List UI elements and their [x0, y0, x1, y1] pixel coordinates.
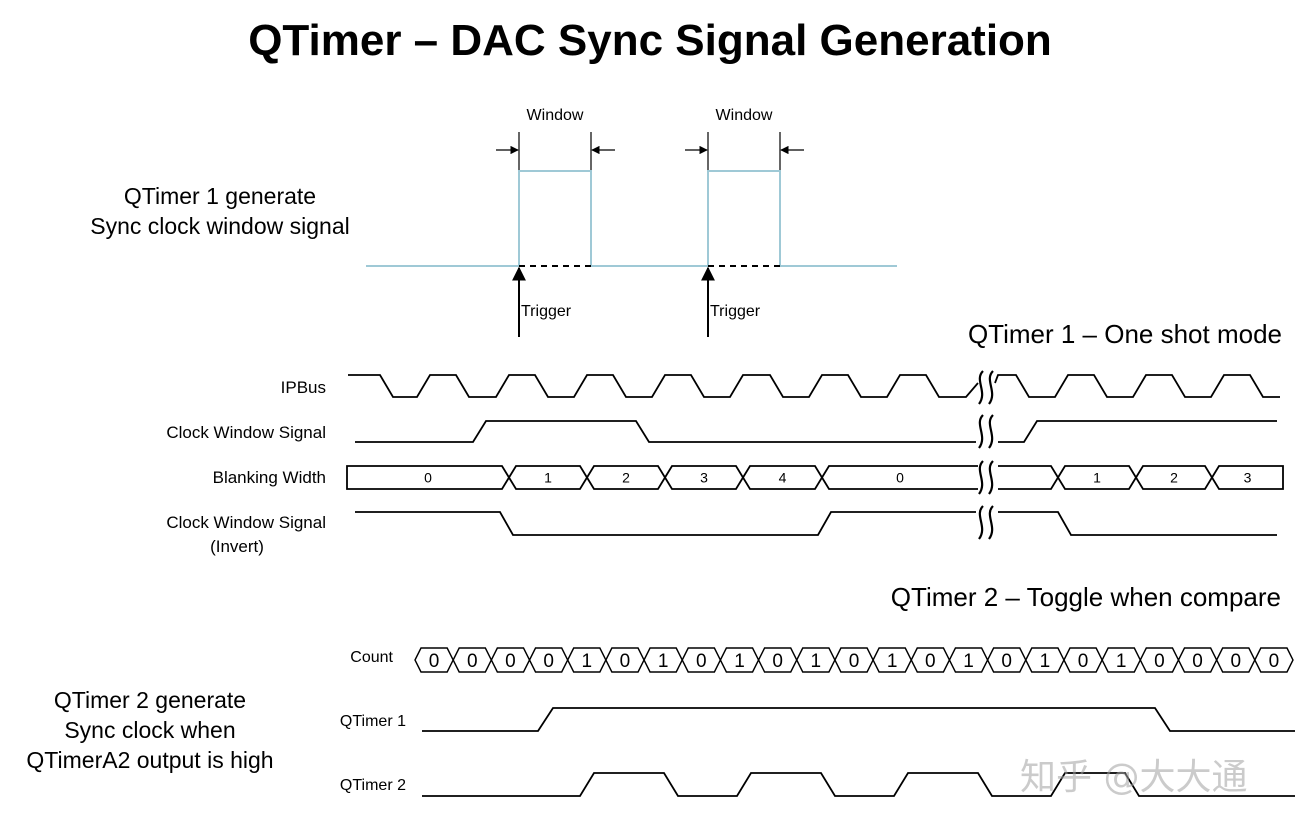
count-value: 0	[543, 651, 554, 672]
signal-label-qtimer1: QTimer 1	[339, 713, 406, 730]
count-value: 0	[505, 651, 516, 672]
count-value: 0	[620, 651, 631, 672]
count-value: 0	[696, 651, 707, 672]
count-bus: 0 0 0 0 1 0 1 0 1 0 1 0 1 0 1 0 1 0 1 0 0 0 0	[414, 647, 1294, 673]
break-mark	[988, 460, 994, 495]
blanking-value: 2	[1170, 470, 1178, 486]
count-value: 1	[963, 651, 974, 672]
count-segment	[1254, 647, 1294, 673]
qtimer1-desc-line2: Sync clock window signal	[90, 213, 350, 239]
count-value: 1	[1040, 651, 1051, 672]
count-value: 0	[925, 651, 936, 672]
count-value: 0	[1269, 651, 1280, 672]
ipbus-waveform	[348, 374, 1280, 398]
trigger-arrows	[512, 266, 715, 337]
qtimer2-desc-line2: Sync clock when	[64, 717, 236, 743]
break-mark	[988, 505, 994, 540]
break-mark	[978, 414, 984, 449]
window-dimension-markers	[496, 132, 804, 170]
window-pulse-waveform	[366, 170, 897, 267]
count-value: 0	[772, 651, 783, 672]
qtimer2-desc-line1: QTimer 2 generate	[53, 687, 247, 713]
count-value: 0	[1154, 651, 1165, 672]
blanking-value: 1	[1093, 470, 1101, 486]
break-mark	[978, 460, 984, 495]
blanking-value: 3	[700, 470, 708, 486]
signal-label-clock-window-invert: Clock Window Signal	[166, 513, 326, 532]
clock-window-waveform	[355, 420, 1277, 443]
qtimer2-desc-line3: QTimerA2 output is high	[26, 747, 274, 773]
count-value: 1	[811, 651, 822, 672]
blanking-value: 4	[779, 470, 787, 486]
signal-label-blanking-width: Blanking Width	[212, 468, 326, 487]
window-label-2: Window	[715, 107, 773, 124]
count-value: 1	[658, 651, 669, 672]
count-value: 1	[581, 651, 592, 672]
count-value: 0	[1001, 651, 1012, 672]
blanking-value: 1	[544, 470, 552, 486]
break-mark	[978, 505, 984, 540]
qtimer2-mode-label: QTimer 2 – Toggle when compare	[890, 582, 1281, 612]
count-value: 1	[887, 651, 898, 672]
watermark: 知乎 @大大通	[1020, 757, 1248, 798]
count-value: 0	[467, 651, 478, 672]
signal-label-count: Count	[350, 649, 393, 666]
signal-label-qtimer2: QTimer 2	[339, 777, 406, 794]
blanking-segment	[346, 465, 511, 490]
blanking-segment	[1210, 465, 1284, 490]
blanking-width-bus: 0 1 2 3 4 0 1 2 3	[346, 465, 1284, 490]
break-mark	[978, 370, 984, 405]
break-mark	[988, 414, 994, 449]
window-signal	[366, 170, 897, 267]
blanking-value: 3	[1244, 470, 1252, 486]
blanking-value: 2	[622, 470, 630, 486]
signal-label-invert-suffix: (Invert)	[210, 537, 264, 556]
count-value: 0	[1230, 651, 1241, 672]
count-value: 1	[734, 651, 745, 672]
qtimer1-waveform	[422, 707, 1295, 732]
signal-label-clock-window: Clock Window Signal	[166, 423, 326, 442]
qtimer1-mode-label: QTimer 1 – One shot mode	[967, 319, 1282, 349]
time-break-marks	[978, 370, 994, 540]
trigger-label-2: Trigger	[710, 303, 761, 320]
blanking-value: 0	[896, 470, 904, 486]
blanking-value: 0	[424, 470, 432, 486]
qtimer1-desc-line1: QTimer 1 generate	[123, 183, 317, 209]
qtimer2-waveform	[422, 772, 1295, 797]
blanking-bus-lead	[998, 465, 1060, 490]
slide-title: QTimer – DAC Sync Signal Generation	[248, 16, 1052, 65]
count-value: 0	[429, 651, 440, 672]
count-value: 0	[1078, 651, 1089, 672]
window-label-1: Window	[526, 107, 584, 124]
count-value: 1	[1116, 651, 1127, 672]
blanking-segment	[821, 465, 978, 490]
trigger-label-1: Trigger	[521, 303, 572, 320]
count-value: 0	[1192, 651, 1203, 672]
count-value: 0	[849, 651, 860, 672]
clock-window-invert-waveform	[355, 511, 1277, 536]
break-mark	[988, 370, 994, 405]
signal-label-ipbus: IPBus	[280, 378, 326, 397]
